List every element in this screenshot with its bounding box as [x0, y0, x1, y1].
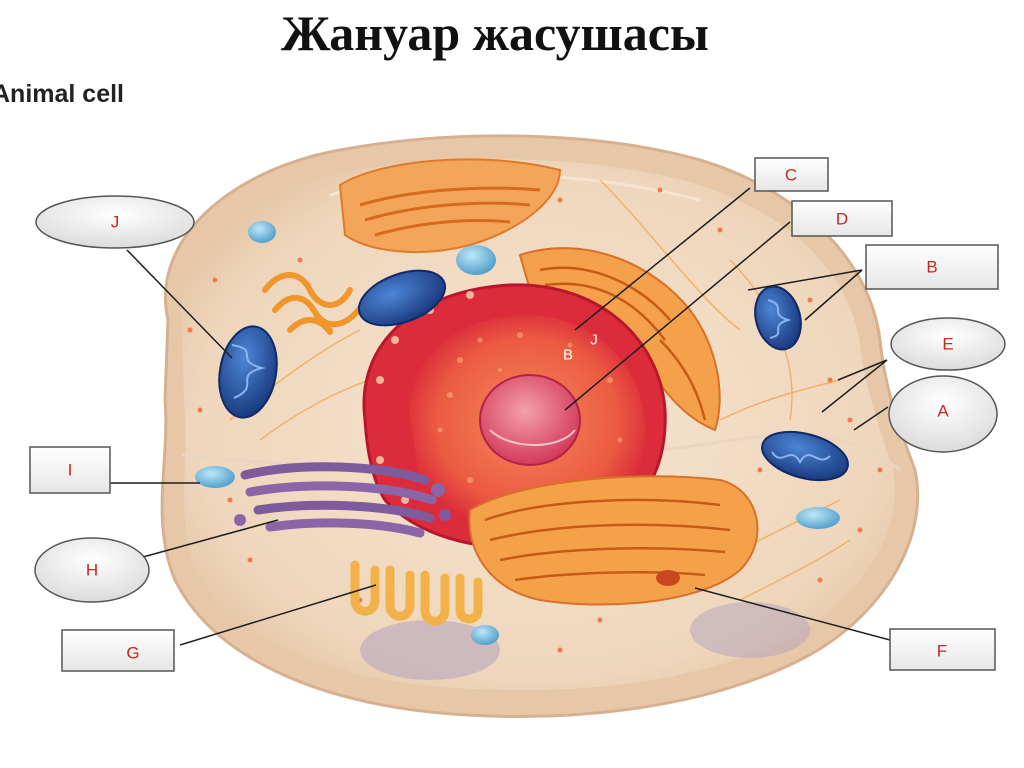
leader-line-d: [564, 221, 791, 411]
lysosome: [656, 570, 680, 586]
nucleolus: [479, 374, 581, 466]
rough-er-bottom: [468, 475, 759, 606]
mitochondrion: [218, 325, 278, 419]
mitochondrion: [357, 269, 447, 327]
leader-lines: [110, 187, 891, 646]
leader-line-e1: [837, 359, 888, 381]
svg-text:D: D: [836, 210, 848, 229]
leader-line-e2: [821, 359, 888, 413]
diagram-subtitle: Animal cell: [0, 80, 124, 108]
label-a[interactable]: A: [888, 375, 998, 453]
leader-line-c: [574, 187, 751, 331]
smooth-er-tubules: [350, 560, 483, 626]
inner-label-j: J: [590, 332, 598, 349]
orange-tubules-left: [262, 272, 363, 335]
vesicles: [195, 221, 840, 645]
svg-text:B: B: [926, 258, 937, 277]
nucleolus-cut: [489, 429, 576, 446]
svg-text:G: G: [126, 644, 139, 663]
smooth-er-top: [338, 158, 562, 253]
page-title: Жануар жасушасы: [281, 5, 709, 61]
svg-text:I: I: [68, 461, 73, 480]
svg-text:J: J: [111, 213, 120, 232]
mitochondrion: [761, 430, 849, 482]
mitochondrion: [754, 285, 802, 351]
svg-text:E: E: [942, 335, 953, 354]
leader-line-j: [126, 249, 233, 359]
label-f[interactable]: F: [889, 628, 996, 671]
label-b[interactable]: B: [865, 244, 999, 290]
label-d[interactable]: D: [791, 200, 893, 237]
svg-text:H: H: [86, 561, 98, 580]
label-h[interactable]: H: [34, 537, 150, 603]
leader-line-b2: [804, 269, 863, 321]
label-i[interactable]: I: [29, 446, 111, 494]
cytoskeleton: [229, 179, 851, 601]
golgi-apparatus: [234, 462, 451, 538]
inner-label-b: B: [563, 347, 573, 364]
label-j[interactable]: J: [35, 195, 195, 249]
lower-organelle-shadow: [360, 620, 500, 680]
svg-text:F: F: [937, 642, 947, 661]
leader-line-g: [179, 584, 377, 646]
leader-line-a: [853, 406, 889, 431]
svg-text:C: C: [785, 166, 797, 185]
svg-text:A: A: [937, 402, 949, 421]
lower-organelle-shadow: [690, 602, 810, 658]
leader-line-f: [694, 587, 891, 641]
label-c[interactable]: C: [754, 157, 829, 192]
label-e[interactable]: E: [890, 317, 1006, 371]
leader-line-b1: [747, 269, 863, 291]
label-g[interactable]: G: [61, 629, 175, 672]
leader-line-h: [142, 519, 279, 558]
mitochondria: [218, 269, 849, 482]
